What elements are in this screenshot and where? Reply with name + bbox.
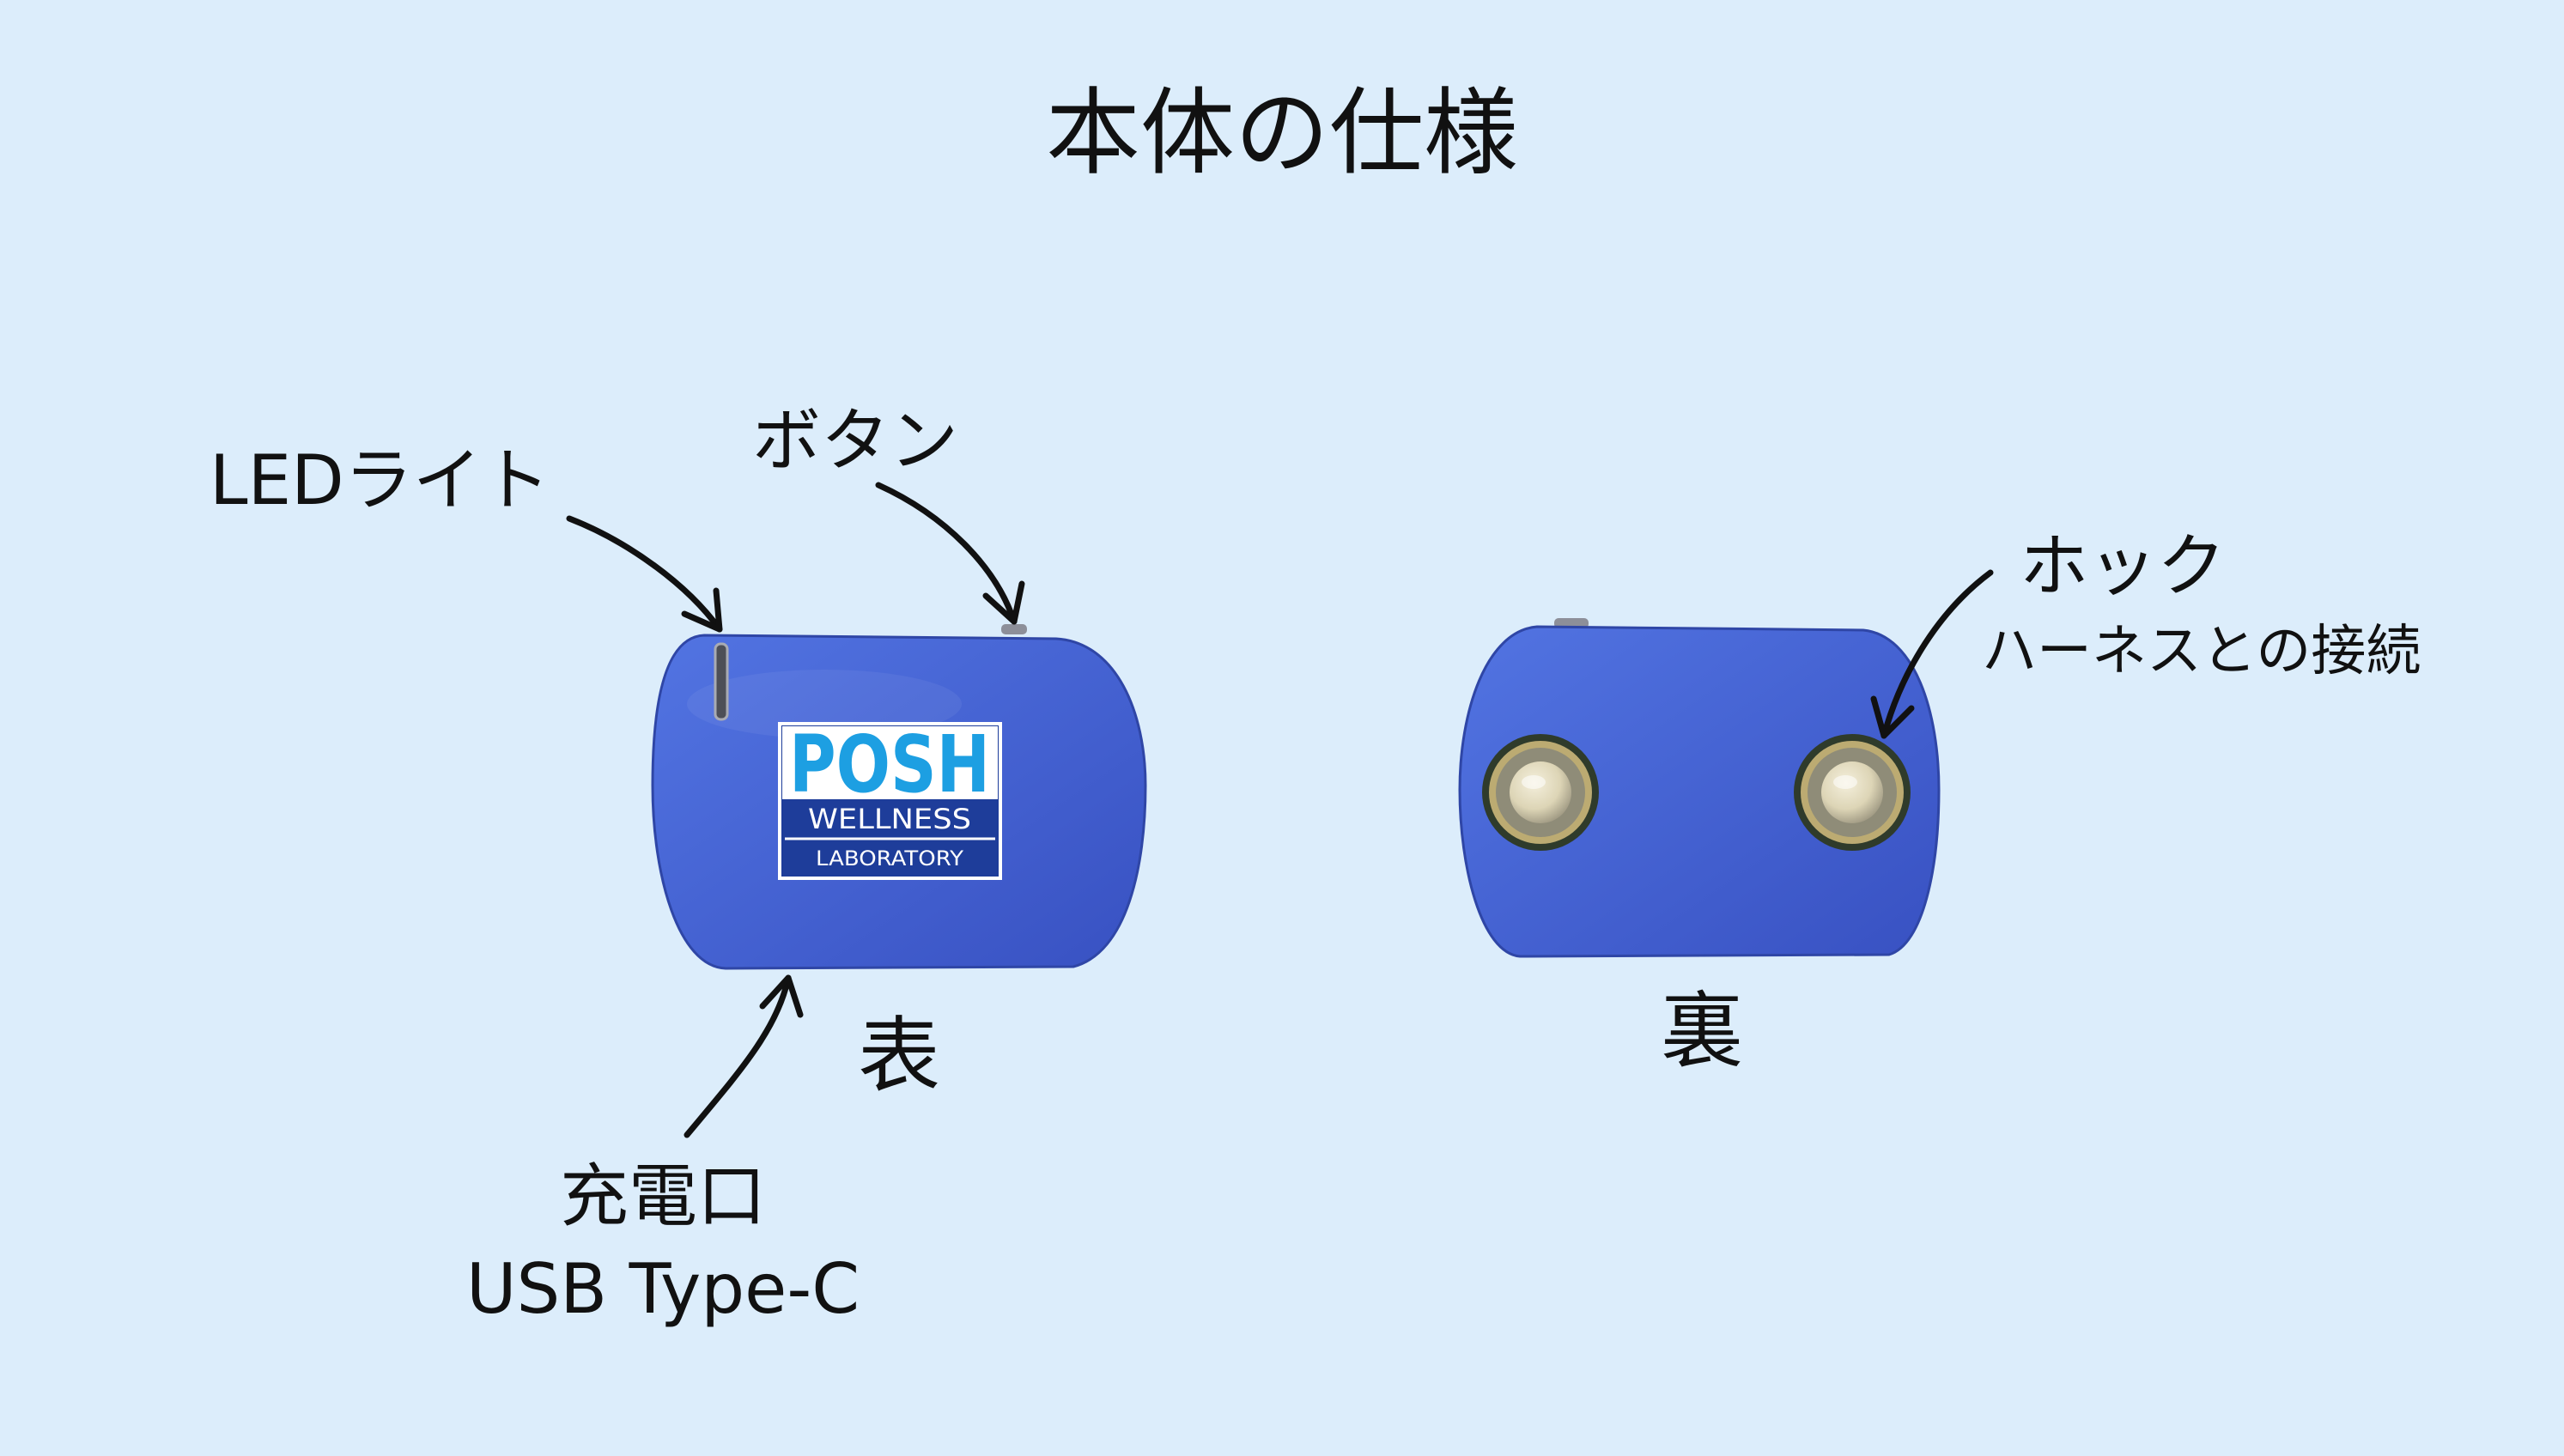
power-button-nub xyxy=(1001,624,1027,634)
button-label: ボタン xyxy=(752,401,958,481)
front-device-sheen xyxy=(687,670,962,738)
hook-sub-label: ハーネスとの接続 xyxy=(1982,620,2421,683)
logo-wellness-text: WELLNESS xyxy=(808,803,971,835)
hook-label: ホック xyxy=(2020,526,2226,606)
logo-laboratory-text: LABORATORY xyxy=(816,846,963,871)
right-snap-hook xyxy=(1794,734,1911,851)
logo-posh-text: POSH xyxy=(789,719,990,810)
page-title: 本体の仕様 xyxy=(1046,78,1518,188)
charging-port-arrow xyxy=(684,974,804,1138)
back-side-label: 裏 xyxy=(1661,983,1743,1079)
posh-logo: POSH WELLNESS LABORATORY xyxy=(778,719,1002,880)
button-arrow xyxy=(875,482,1025,625)
hook-arrow xyxy=(1870,569,1994,739)
back-device-body xyxy=(1458,625,1941,958)
led-light-label: LEDライト xyxy=(210,440,550,520)
left-snap-hook xyxy=(1482,734,1599,851)
led-arrow xyxy=(566,515,723,633)
front-device: POSH WELLNESS LABORATORY xyxy=(651,624,1147,970)
charging-port-type-label: USB Type-C xyxy=(465,1249,860,1329)
led-light-slit xyxy=(714,642,729,721)
back-device xyxy=(1458,618,1941,958)
front-side-label: 表 xyxy=(858,1008,940,1104)
charging-port-label: 充電口 xyxy=(560,1156,766,1236)
